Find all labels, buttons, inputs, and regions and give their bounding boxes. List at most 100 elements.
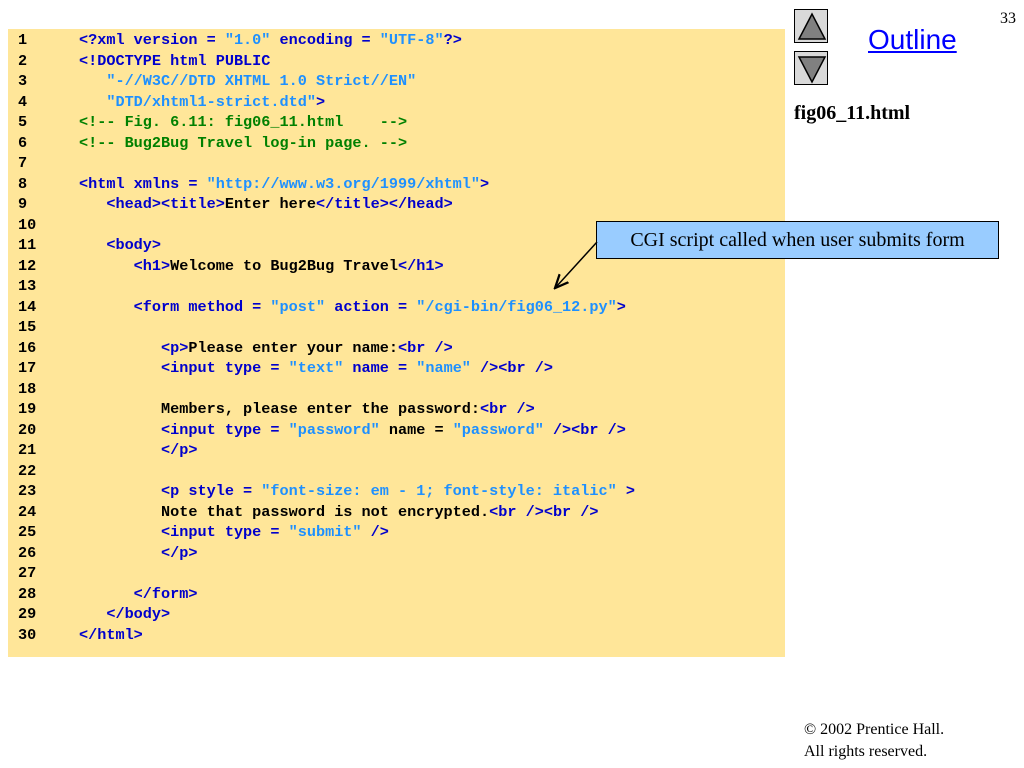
copyright-notice: © 2002 Prentice Hall. All rights reserve… [804, 719, 944, 763]
code-token: <!DOCTYPE html PUBLIC [79, 51, 271, 70]
line-number: 25 [18, 523, 37, 541]
code-token: "password" [452, 420, 544, 439]
line-number: 16 [18, 338, 37, 357]
code-line: 5 <!-- Fig. 6.11: fig06_11.html --> [18, 112, 785, 133]
code-token: <br /><br /> [489, 502, 599, 521]
line-number: 22 [18, 461, 37, 480]
code-token: <!-- Fig. 6.11: fig06_11.html --> [79, 113, 408, 131]
code-token: "font-size: em - 1; font-style: italic" [261, 482, 617, 500]
code-token: <h1> [79, 256, 171, 275]
code-token: "-//W3C//DTD XHTML 1.0 Strict//EN" [79, 72, 417, 90]
code-token: Please enter your name: [188, 338, 398, 357]
line-number: 19 [18, 400, 37, 418]
line-number: 5 [18, 113, 28, 131]
code-line: 29 </body> [18, 604, 785, 625]
slide-number: 33 [1000, 10, 1016, 27]
code-line: 16 <p>Please enter your name:<br /> [18, 338, 785, 359]
code-token: </h1> [398, 256, 444, 275]
code-line: 11 <body> [18, 235, 785, 256]
code-line: 23 <p style = "font-size: em - 1; font-s… [18, 481, 785, 502]
code-line: 7 [18, 153, 785, 174]
line-number: 17 [18, 359, 37, 377]
line-number: 6 [18, 133, 28, 152]
code-token: "text" [288, 359, 344, 377]
code-token: <input type = [79, 420, 289, 439]
code-token: /><br /> [470, 359, 553, 377]
code-token: > [616, 297, 626, 316]
code-line: 19 Members, please enter the password:<b… [18, 399, 785, 420]
code-line: 26 </p> [18, 543, 785, 564]
copyright-line-2: All rights reserved. [804, 743, 928, 760]
line-number: 21 [18, 441, 37, 459]
code-token: </html> [79, 625, 143, 644]
line-number: 12 [18, 256, 37, 275]
line-number: 18 [18, 379, 37, 398]
copyright-line-1: 2002 Prentice Hall. [816, 721, 945, 738]
line-number: 26 [18, 543, 37, 562]
code-line: 24 Note that password is not encrypted.<… [18, 502, 785, 523]
code-token: <input type = [79, 523, 289, 541]
code-line: 13 [18, 276, 785, 297]
code-token: <p> [79, 338, 189, 357]
code-line: 3 "-//W3C//DTD XHTML 1.0 Strict//EN" [18, 71, 785, 92]
code-token: </form> [79, 584, 198, 603]
previous-slide-button[interactable] [794, 9, 828, 43]
code-token: "password" [288, 420, 380, 439]
file-name-label: fig06_11.html [794, 102, 911, 124]
line-number: 9 [18, 195, 28, 213]
code-token: /><br /> [543, 420, 626, 439]
code-token: ?> [443, 31, 462, 49]
line-number: 2 [18, 51, 28, 70]
code-token: "http://www.w3.org/1999/xhtml" [206, 174, 481, 193]
code-token: name = [343, 359, 417, 377]
code-token: name = [379, 420, 453, 439]
code-token: Welcome to Bug2Bug Travel [170, 256, 398, 275]
line-number: 15 [18, 318, 37, 336]
code-line: 20 <input type = "password" name = "pass… [18, 420, 785, 441]
line-number: 13 [18, 277, 37, 295]
line-number: 23 [18, 482, 37, 500]
code-token: <form method = [79, 297, 271, 316]
code-token: "DTD/xhtml1-strict.dtd" [79, 92, 316, 111]
code-line: 4 "DTD/xhtml1-strict.dtd"> [18, 92, 785, 113]
code-token: <br /> [480, 400, 535, 418]
code-token: > [480, 174, 490, 193]
code-line: 30 </html> [18, 625, 785, 646]
code-token: Enter here [224, 195, 316, 213]
code-token: "1.0" [224, 31, 271, 49]
code-line: 15 [18, 317, 785, 338]
triangle-down-icon [797, 56, 827, 84]
code-token: encoding = [270, 31, 380, 49]
code-token: <br /> [398, 338, 453, 357]
code-line: 25 <input type = "submit" /> [18, 522, 785, 543]
triangle-up-icon [797, 12, 827, 40]
line-number: 14 [18, 297, 37, 316]
line-number: 27 [18, 564, 37, 582]
code-token: <p style = [79, 482, 262, 500]
code-token: "UTF-8" [379, 31, 444, 49]
line-number: 11 [18, 236, 37, 254]
callout-text: CGI script called when user submits form [630, 228, 965, 251]
code-line: 10 [18, 215, 785, 236]
line-number: 20 [18, 420, 37, 439]
code-line: 27 [18, 563, 785, 584]
code-line: 14 <form method = "post" action = "/cgi-… [18, 297, 785, 318]
code-token: "/cgi-bin/fig06_12.py" [416, 297, 617, 316]
code-token: "post" [270, 297, 326, 316]
line-number: 28 [18, 584, 37, 603]
line-number: 30 [18, 625, 37, 644]
code-lines: 1 <?xml version = "1.0" encoding = "UTF-8… [18, 30, 785, 645]
line-number: 7 [18, 154, 28, 172]
code-token: <body> [79, 236, 162, 254]
code-line: 12 <h1>Welcome to Bug2Bug Travel</h1> [18, 256, 785, 277]
line-number: 1 [18, 31, 28, 49]
outline-link[interactable]: Outline [868, 24, 957, 55]
code-line: 8<html xmlns = "http://www.w3.org/1999/x… [18, 174, 785, 195]
code-token: <?xml version = [79, 31, 225, 49]
callout-box: CGI script called when user submits form [596, 221, 999, 259]
code-token: Members, please enter the password: [79, 400, 481, 418]
next-slide-button[interactable] [794, 51, 828, 85]
code-line: 9 <head><title>Enter here</title></head> [18, 194, 785, 215]
line-number: 3 [18, 72, 28, 90]
code-line: 18 [18, 379, 785, 400]
